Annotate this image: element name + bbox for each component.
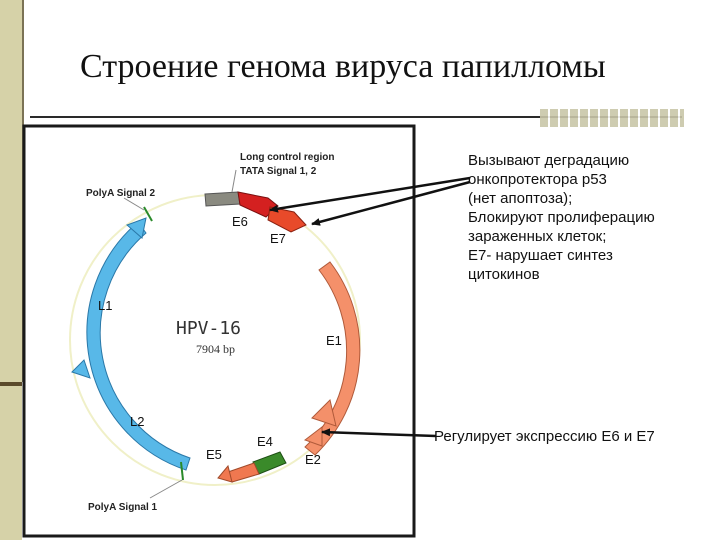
l1-arrow-head [126, 217, 147, 239]
l1-label: L1 [98, 298, 112, 313]
e4-label: E4 [257, 434, 273, 449]
e2-arrow-head [303, 425, 323, 447]
e2-label: E2 [305, 452, 321, 467]
e7-arrow [267, 206, 307, 233]
e7-label: E7 [270, 231, 286, 246]
lcr-label: Long control region [240, 152, 334, 163]
e6-e7-text-line: цитокинов [468, 266, 540, 283]
polya2-label: PolyA Signal 2 [86, 188, 156, 199]
lcr-leader [231, 169, 237, 193]
e6-e7-function-text: Вызывают деградацию онкопротектора p53 (… [468, 151, 655, 284]
e1-label: E1 [326, 333, 342, 348]
tata-label: TATA Signal 1, 2 [240, 166, 317, 177]
genome-size: 7904 bp [196, 342, 235, 356]
polya1-tick [180, 461, 184, 481]
arrow-to-e6 [269, 176, 471, 213]
e6-e7-text-line: зараженных клеток; [468, 228, 607, 245]
e1-e2-band [304, 261, 361, 456]
polya1-label: PolyA Signal 1 [88, 502, 158, 513]
polya2-leader [123, 197, 145, 211]
l2-label: L2 [130, 414, 144, 429]
l2-arrow-head [71, 359, 91, 379]
e1-arrow-head [311, 399, 337, 427]
e5-arrow-head [217, 464, 233, 483]
e6-label: E6 [232, 214, 248, 229]
genome-name: HPV-16 [176, 318, 241, 339]
decorative-checker-bar [540, 109, 684, 127]
e6-e7-text-line: Вызывают деградацию [468, 152, 630, 169]
side-stripe [0, 0, 22, 540]
arrow-to-e7 [311, 180, 471, 226]
e6-e7-text-line: (нет апоптоза); [468, 190, 573, 207]
lcr-segment [204, 191, 241, 207]
title-underline [30, 116, 682, 118]
e6-e7-text-line: E7- нарушает синтез [468, 247, 613, 264]
arrow-to-e2 [321, 428, 437, 438]
e6-e7-text-line: онкопротектора p53 [468, 171, 607, 188]
e6-e7-text-line: Блокируют пролиферацию [468, 209, 655, 226]
e5-label: E5 [206, 447, 222, 462]
slide-title: Строение генома вируса папилломы [80, 48, 606, 85]
polya2-tick [143, 206, 153, 222]
polya1-leader [149, 479, 183, 499]
e2-function-text: Регулирует экспрессию E6 и E7 [434, 428, 655, 445]
side-stripe-accent [0, 382, 22, 386]
